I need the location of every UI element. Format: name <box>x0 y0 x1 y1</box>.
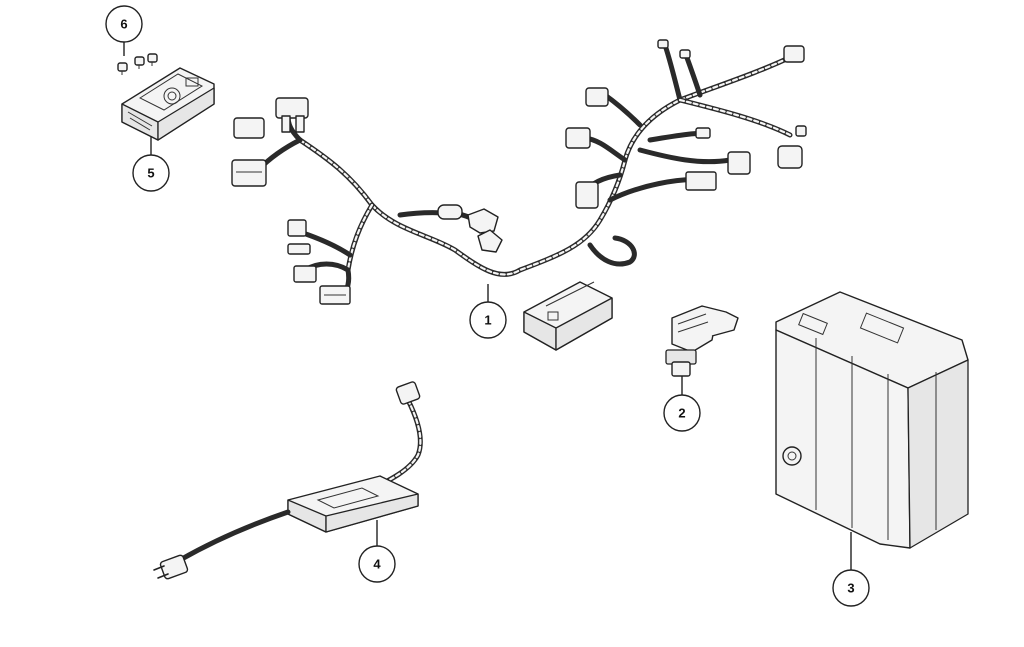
callout-2: 2 <box>663 394 701 432</box>
callout-label-5: 5 <box>147 166 154 181</box>
callout-6: 6 <box>105 5 143 43</box>
callout-label-3: 3 <box>847 581 854 596</box>
callout-3: 3 <box>832 569 870 607</box>
control-module-illustration <box>121 67 215 141</box>
callout-label-1: 1 <box>484 313 491 328</box>
callout-label-4: 4 <box>373 557 381 572</box>
wiring-harness-illustration <box>231 39 807 351</box>
callout-label-2: 2 <box>678 406 685 421</box>
charger-illustration <box>153 381 423 580</box>
callout-1: 1 <box>469 301 507 339</box>
callout-label-6: 6 <box>120 17 127 32</box>
callout-5: 5 <box>132 154 170 192</box>
switch-connector-illustration <box>665 305 739 377</box>
battery-illustration <box>775 291 969 549</box>
callout-4: 4 <box>358 545 396 583</box>
screws-illustration <box>117 53 158 75</box>
